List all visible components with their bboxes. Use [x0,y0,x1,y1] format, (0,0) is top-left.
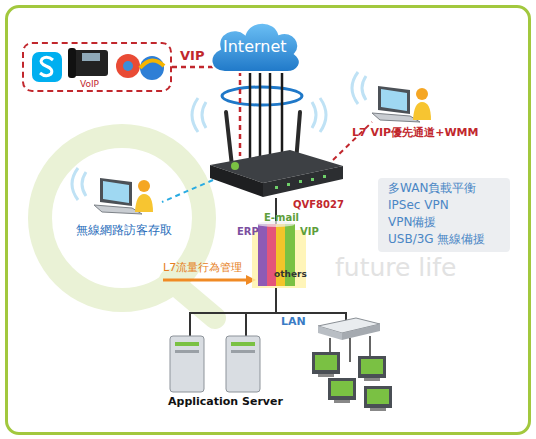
node-text: E-mail [264,212,299,224]
pc-keyboard [318,374,334,377]
pc-monitor [358,356,386,378]
node-text: QVF8027 [293,199,344,211]
skype-icon [32,52,62,82]
laptop-node: L7 VIP優先通道+WMM [350,80,510,142]
wifi-arc [72,168,78,200]
pointer-line [163,279,246,282]
browser-icon [116,54,140,78]
pc-screen [331,381,353,396]
node-text: Internet [223,38,287,56]
wifi-arc [352,72,358,104]
wifi-arc [362,76,366,100]
server-tower [170,336,204,392]
router-leds [275,175,326,189]
node-text: VoIP [80,79,99,89]
edge-label: LAN [281,316,306,329]
switch-side [342,324,380,340]
switch-front [318,326,342,340]
node-text: Application Server [168,396,283,409]
pc-keyboard [370,408,386,411]
antenna [226,112,232,166]
server-slot [231,342,255,346]
voip-group: VoIP [22,42,172,92]
feature-box: 多WAN負載平衡 IPSec VPN VPN備援 USB/3G 無線備援 [378,178,510,252]
edge-label: VIP [180,49,204,64]
annotation: L7流量行為管理 [163,262,242,275]
node-text: others [274,269,307,279]
server-slot [175,350,199,353]
router-front [210,165,263,197]
router-logo [231,162,239,170]
node-text: 多WAN負載平衡 [388,182,476,196]
cloud-outline [211,23,299,72]
node-text: VIP [300,226,319,238]
node-text: VPN備援 [388,216,436,230]
lan-link [190,288,276,336]
cloud-node: Internet [205,16,303,76]
laptop-base [372,113,420,122]
server-node: Application Server [160,330,285,412]
pc-keyboard [364,378,380,381]
server-slot [231,350,255,353]
wifi-arc [320,98,326,132]
node-text: L7 VIP優先通道+WMM [352,127,478,140]
phone-body [72,50,108,76]
wifi-arc [202,102,206,128]
watermark-logo [40,136,215,318]
bar [258,224,267,286]
pc-keyboard [334,400,350,403]
pc-screen [367,389,389,404]
pc-screen [361,359,383,374]
wifi-arc [82,172,86,196]
router-node: QVF8027 [205,140,345,212]
pc-monitor [312,352,340,374]
laptop-icon [94,178,153,214]
vip-link [172,67,240,156]
phone-handset [68,48,76,78]
pc-monitor [364,386,392,408]
user-body [413,102,431,120]
user-body [135,194,153,212]
node-text: ERP [237,226,259,238]
user-head [138,180,150,192]
traffic-bars: E-mailERP VIP others [236,214,328,292]
pc-monitor [328,378,356,400]
server-slot [175,342,199,346]
pc-screen [315,355,337,370]
phone-screen [82,53,100,61]
router-side [263,166,343,197]
browser-icon [140,60,164,68]
laptop-icon [372,86,431,122]
pc-group [312,352,392,411]
laptop-screen [378,86,410,114]
laptop-display [381,89,407,111]
server-tower [226,336,260,392]
laptop-base [94,205,142,214]
skype-mark [40,57,53,76]
wireless-link [162,180,213,202]
wan-links [250,71,282,158]
node-text: USB/3G 無線備援 [388,233,485,247]
browser-icon [123,61,133,71]
laptop-screen [100,178,132,206]
lan-drop [245,313,247,336]
browser-icon [140,56,164,80]
traffic-pointer [163,275,256,285]
node-text: 無線網路訪客存取 [76,224,172,238]
bars-art [236,214,328,292]
laptop-node: 無線網路訪客存取 [70,172,202,240]
user-head [416,88,428,100]
traffic-ring [222,87,302,105]
laptop-display [103,181,129,203]
node-text: IPSec VPN [388,199,449,213]
wifi-arc [312,102,316,128]
wifi-arc [192,98,198,132]
watermark: future life [335,254,456,283]
